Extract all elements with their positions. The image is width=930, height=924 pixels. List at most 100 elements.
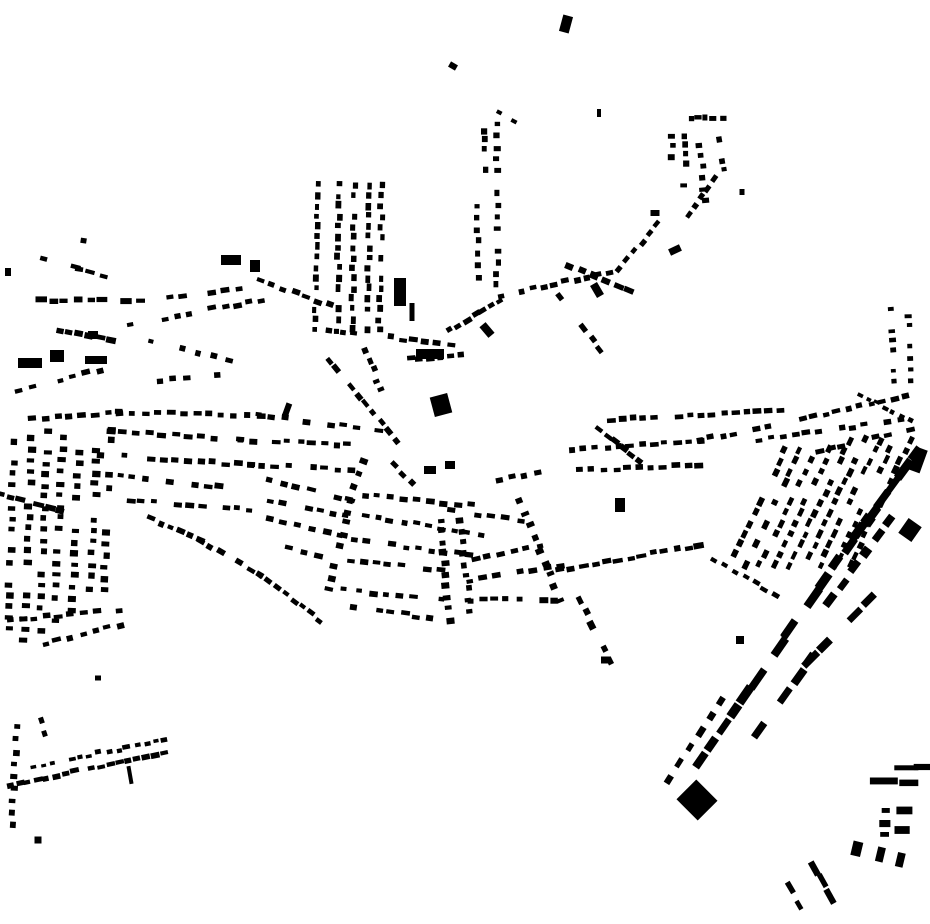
building [473,227,480,234]
building [41,484,49,490]
building [378,254,384,262]
building [314,285,319,291]
building [500,514,510,521]
building [785,468,793,478]
building [795,446,803,455]
building [10,761,18,767]
building [59,446,68,453]
building [75,460,84,467]
building [777,519,786,529]
building [866,457,874,467]
building [235,286,243,292]
building [51,636,62,643]
building [890,395,900,403]
building [255,570,264,580]
building [285,462,292,468]
building [376,295,383,303]
building [221,255,241,265]
building [613,467,621,473]
building [10,785,19,791]
building [16,779,26,787]
building [51,618,60,624]
building [144,741,151,747]
building [38,582,46,588]
building [291,287,301,296]
building [41,415,50,422]
building [234,557,244,567]
building [0,490,6,498]
building [550,597,558,604]
building [568,447,576,454]
building [167,524,174,531]
building [336,194,341,200]
building [90,412,100,418]
building [279,480,289,488]
building [814,571,833,592]
building [359,558,369,566]
building [392,436,401,446]
building [336,274,343,283]
building [350,224,356,231]
building [730,548,740,559]
building [68,584,76,590]
building [846,606,864,624]
building [828,444,837,451]
building [673,544,681,552]
building [824,539,833,549]
building [907,435,915,445]
building [481,146,487,152]
building [314,233,320,239]
building [340,586,347,592]
building [442,594,451,601]
building [630,246,638,255]
building [88,563,97,569]
building [477,532,485,539]
building [88,331,98,339]
building [312,306,317,314]
building [780,618,799,640]
building [720,561,729,569]
building [658,465,667,470]
building [873,488,892,510]
building [159,750,169,756]
building [85,586,94,593]
building [358,457,369,466]
building [822,457,830,466]
building [57,377,64,384]
building [334,467,341,473]
building [350,245,356,252]
building [474,204,480,209]
building [709,116,717,121]
building [869,777,898,785]
building [390,460,399,470]
building [803,586,823,610]
building [682,141,688,148]
building [839,446,848,456]
building [759,585,769,594]
building [458,549,467,557]
building [495,550,506,558]
building [790,667,808,687]
building [601,656,611,664]
building [314,213,319,219]
building [41,470,50,478]
building [480,128,488,135]
building [743,408,751,415]
building [380,234,385,241]
building [836,443,846,450]
building [764,423,772,430]
building [348,293,354,302]
building [349,330,358,336]
building [18,637,28,643]
building [784,880,796,895]
building [59,434,67,441]
building [337,213,343,221]
building [683,160,690,167]
building [614,264,623,274]
building [205,410,213,417]
building [726,702,743,720]
building [54,525,63,531]
building [372,378,381,385]
building [327,574,337,583]
building [366,254,373,261]
